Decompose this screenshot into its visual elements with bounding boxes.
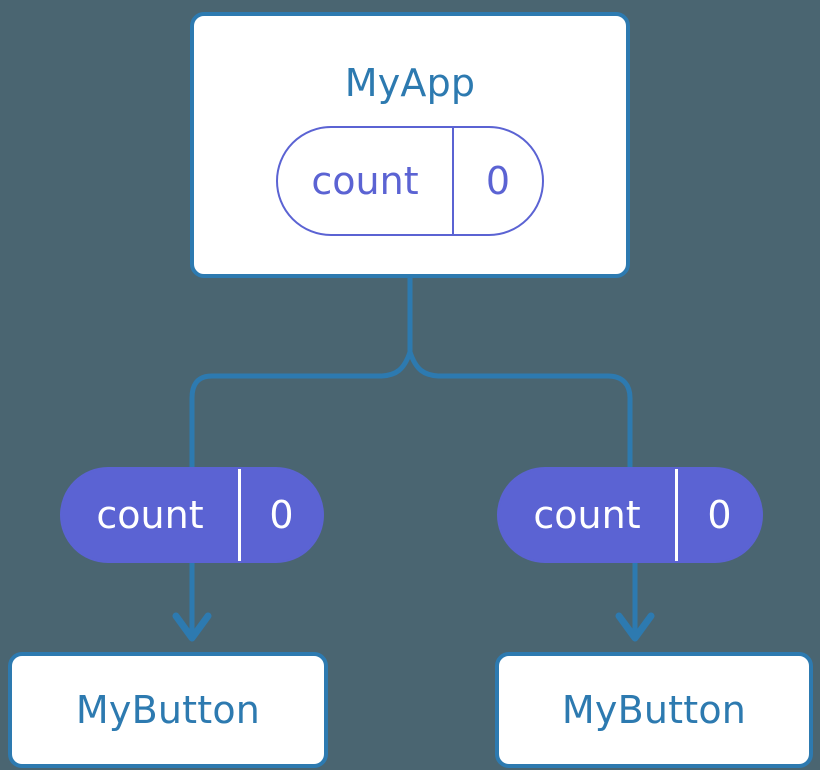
state-pill-branch-left[interactable]: count 0	[60, 467, 324, 563]
component-label-mybutton: MyButton	[75, 688, 261, 732]
state-value-label: 0	[238, 469, 322, 561]
state-key-label: count	[533, 493, 641, 537]
edge-branch-left	[189, 349, 413, 401]
state-value-label: 0	[452, 128, 542, 234]
edge-branch-right	[407, 349, 633, 401]
component-label-myapp: MyApp	[344, 61, 476, 105]
state-value-label: 0	[675, 469, 761, 561]
component-node-mybutton-right[interactable]: MyButton	[495, 652, 813, 768]
component-label-mybutton: MyButton	[561, 688, 747, 732]
state-pill-branch-right[interactable]: count 0	[497, 467, 763, 563]
state-key-label: count	[96, 493, 204, 537]
state-pill-root[interactable]: count 0	[276, 126, 544, 236]
arrow-head-left-icon	[172, 612, 212, 642]
state-key-label: count	[311, 159, 419, 203]
arrow-head-right-icon	[615, 612, 655, 642]
component-node-mybutton-left[interactable]: MyButton	[8, 652, 328, 768]
component-node-myapp[interactable]: MyApp	[190, 12, 630, 278]
